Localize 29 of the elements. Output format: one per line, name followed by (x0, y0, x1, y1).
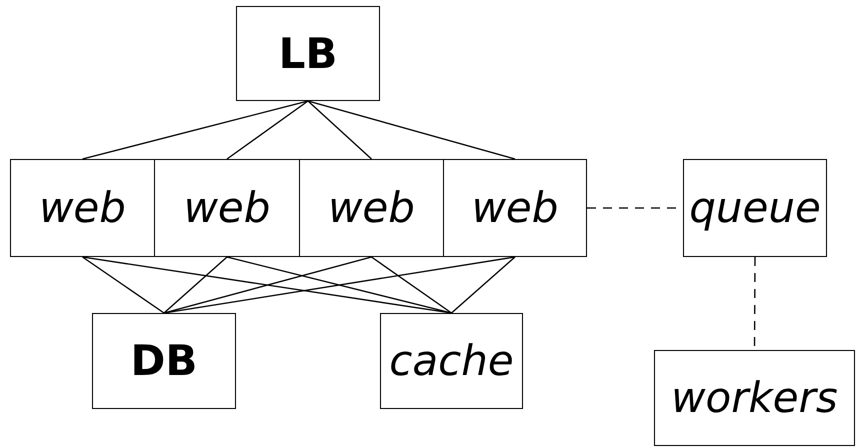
connector-line (226, 256, 452, 314)
connector-line (308, 100, 516, 160)
connector-line (164, 256, 516, 314)
server-box (154, 159, 300, 257)
node-label: DB (130, 340, 198, 382)
connector-line (164, 256, 372, 314)
server-box (236, 6, 380, 101)
server-box (654, 350, 855, 446)
connector-line (164, 256, 228, 314)
node-label: cache (389, 340, 514, 382)
connector-line (226, 100, 308, 160)
node-label: web (472, 187, 558, 229)
node-label: web (39, 187, 126, 229)
server-box (10, 159, 155, 257)
server-box (683, 159, 827, 257)
server-box (92, 313, 236, 409)
connector-line (371, 256, 452, 314)
node-label: queue (689, 187, 821, 229)
server-box (443, 159, 587, 257)
connector-line (82, 100, 308, 160)
node-label: workers (671, 377, 838, 419)
server-box (299, 159, 444, 257)
server-box (380, 313, 523, 409)
connector-line (451, 256, 516, 314)
connector-line (308, 100, 372, 160)
connector-line (82, 256, 164, 314)
node-label: web (184, 187, 270, 229)
node-label: web (328, 187, 415, 229)
node-label: LB (278, 32, 338, 74)
